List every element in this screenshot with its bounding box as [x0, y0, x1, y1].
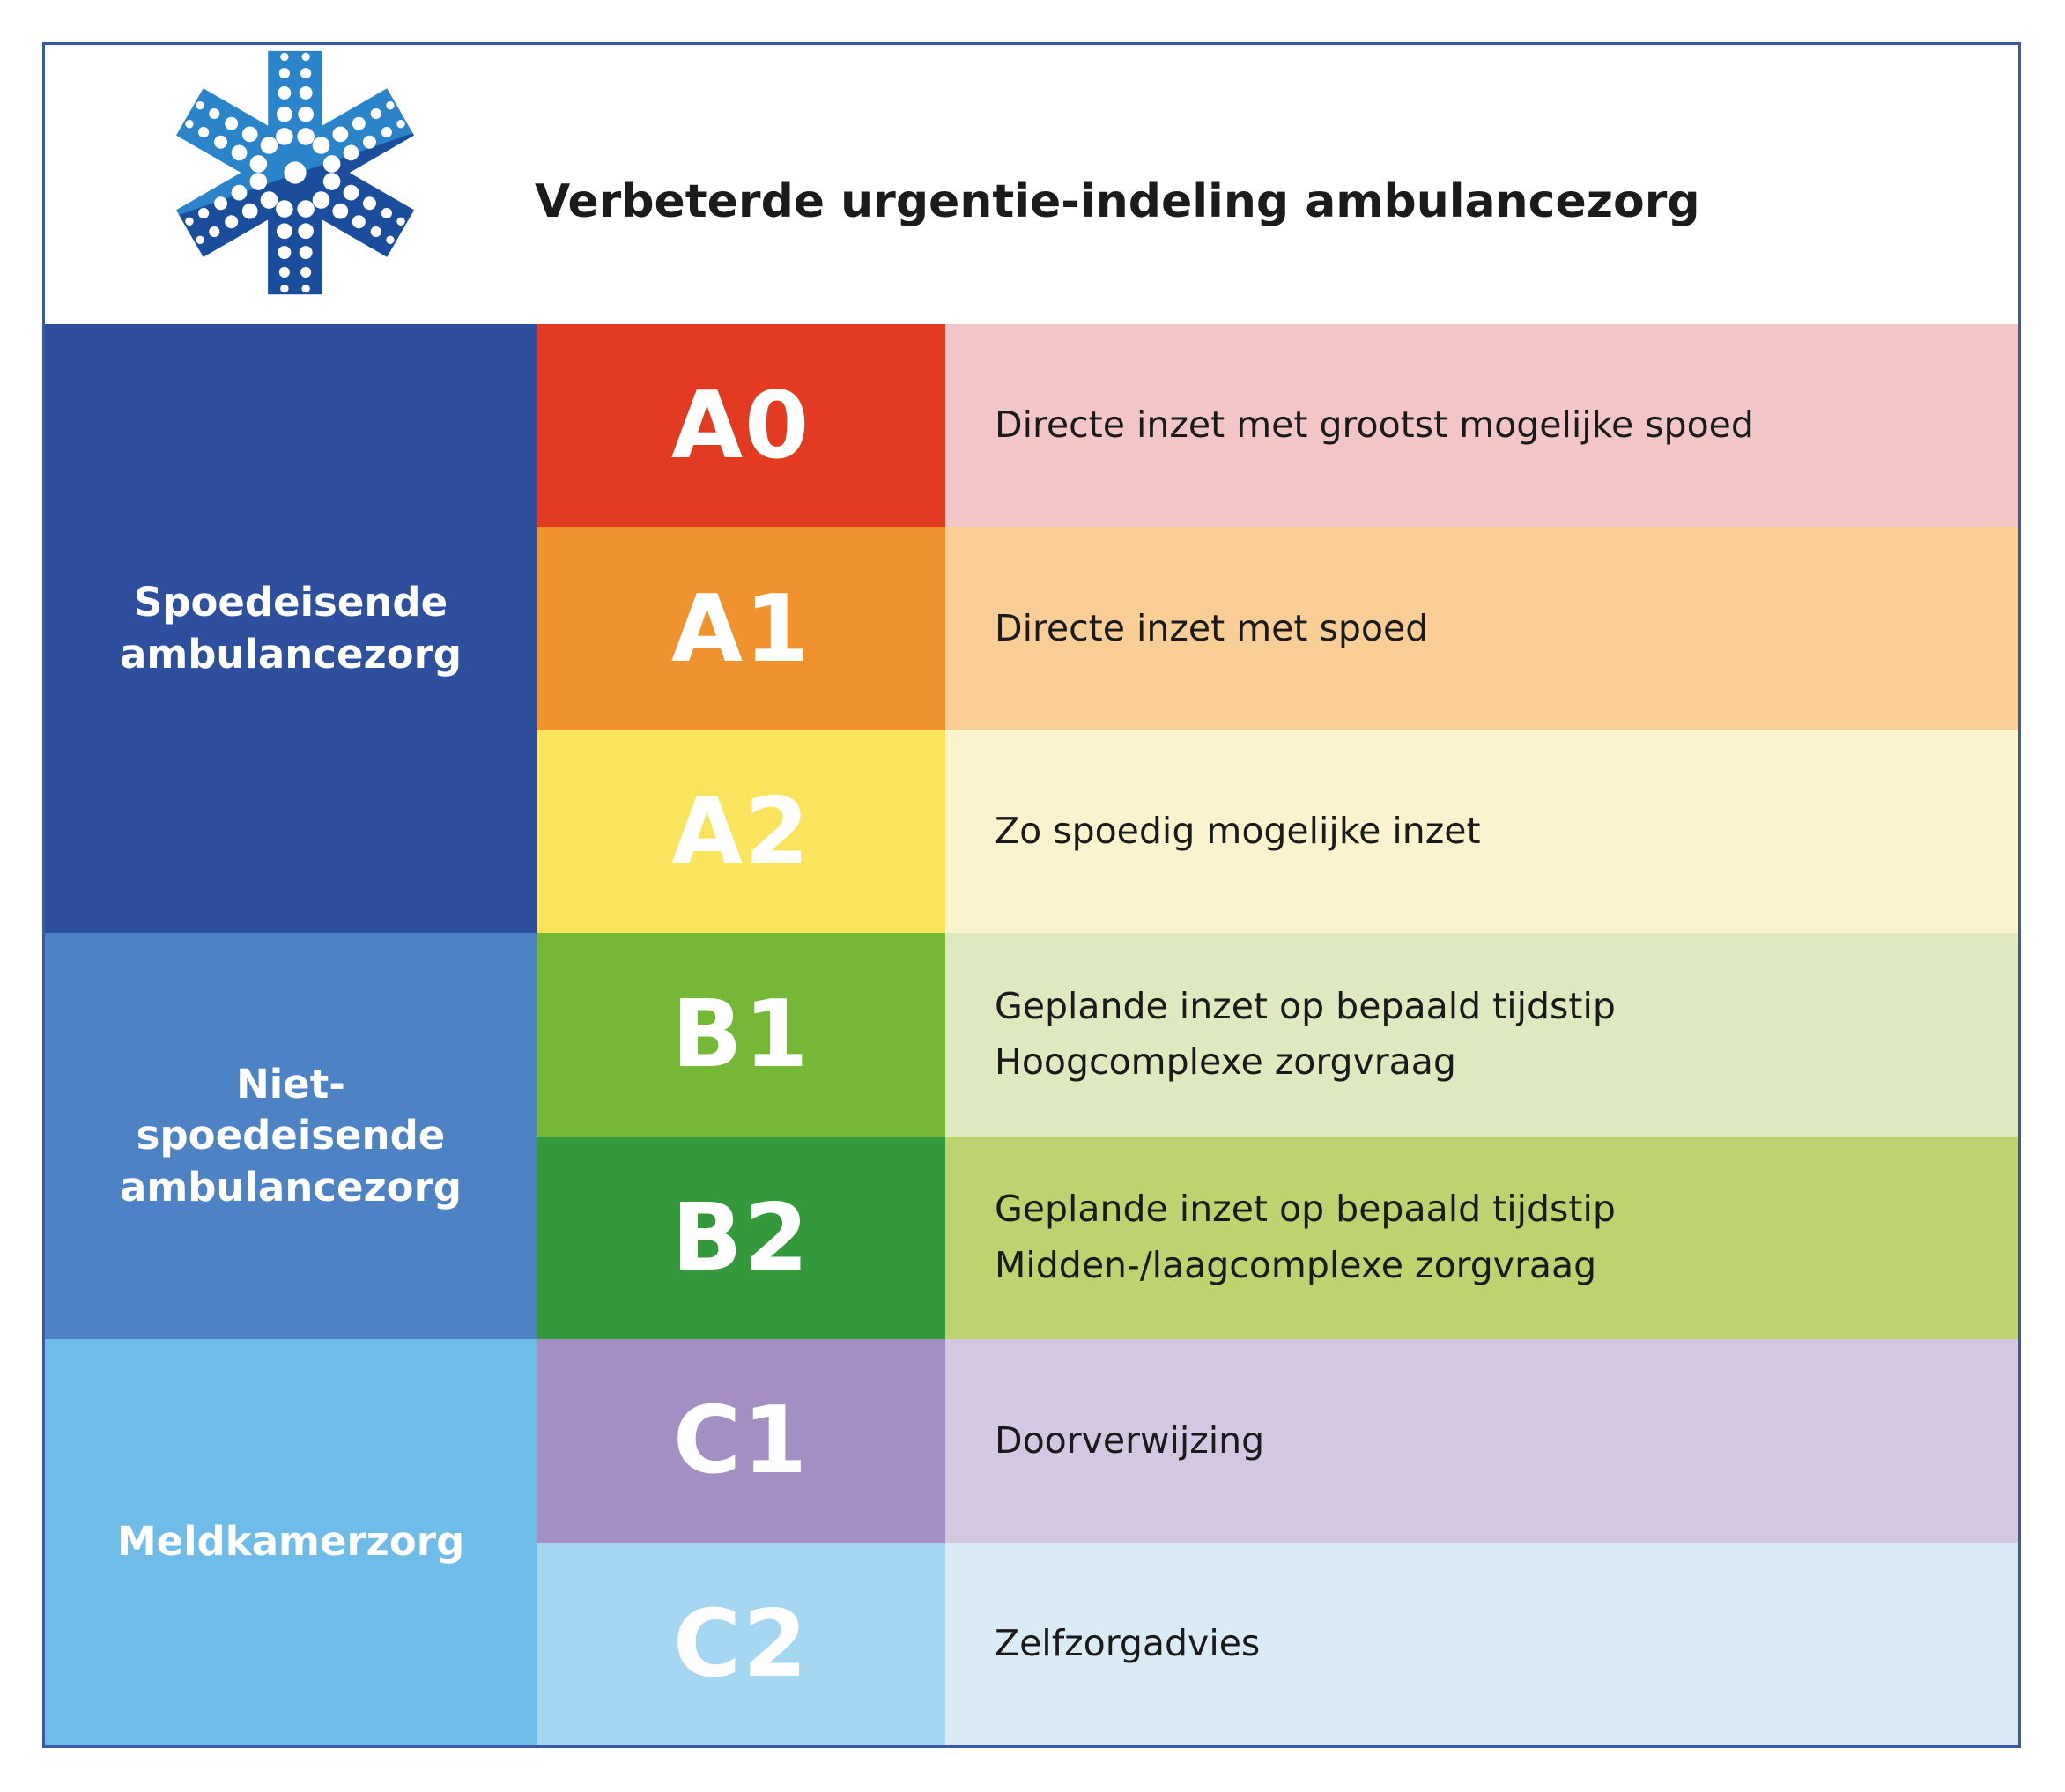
category-spoedeisende-ambulancezorg: Spoedeisende ambulancezorg	[45, 324, 537, 934]
code-cell-c1: C1	[537, 1339, 945, 1543]
desc-cell-a0: Directe inzet met grootst mogelijke spoe…	[945, 324, 2018, 528]
desc-line: Directe inzet met spoed	[995, 606, 1429, 649]
desc-line: Geplande inzet op bepaald tijdstip	[995, 1188, 1616, 1231]
desc-cell-b2: Geplande inzet op bepaald tijdstip Midde…	[945, 1136, 2018, 1340]
infographic-frame: Verbeterde urgentie-indeling ambulancezo…	[42, 42, 2021, 1748]
code-cell-b1: B1	[537, 933, 945, 1137]
desc-cell-a1: Directe inzet met spoed	[945, 527, 2018, 730]
code-cell-c2: C2	[537, 1542, 945, 1745]
desc-line: Hoogcomplexe zorgvraag	[995, 1040, 1456, 1084]
page-title: Verbeterde urgentie-indeling ambulancezo…	[535, 175, 1700, 228]
desc-line: Midden-/laagcomplexe zorgvraag	[995, 1243, 1597, 1286]
star-of-life-logo	[175, 50, 415, 295]
desc-line: Doorverwijzing	[995, 1418, 1265, 1462]
desc-line: Zo spoedig mogelijke inzet	[995, 810, 1481, 853]
code-cell-a2: A2	[537, 729, 945, 934]
code-cell-a1: A1	[537, 527, 945, 730]
header: Verbeterde urgentie-indeling ambulancezo…	[45, 45, 2018, 324]
desc-cell-c2: Zelfzorgadvies	[945, 1542, 2018, 1745]
category-niet-spoedeisende-ambulancezorg: Niet-spoedeisende ambulancezorg	[45, 933, 537, 1340]
code-cell-b2: B2	[537, 1136, 945, 1340]
code-cell-a0: A0	[537, 324, 945, 528]
urgency-table: Spoedeisende ambulancezorg Niet-spoedeis…	[45, 324, 2018, 1745]
desc-line: Zelfzorgadvies	[995, 1622, 1261, 1664]
desc-cell-a2: Zo spoedig mogelijke inzet	[945, 729, 2018, 934]
desc-line: Directe inzet met grootst mogelijke spoe…	[995, 404, 1754, 447]
category-meldkamerzorg: Meldkamerzorg	[45, 1339, 537, 1745]
desc-line: Geplande inzet op bepaald tijdstip	[995, 984, 1616, 1027]
logo-dots	[181, 52, 409, 293]
desc-cell-c1: Doorverwijzing	[945, 1339, 2018, 1543]
desc-cell-b1: Geplande inzet op bepaald tijdstip Hoogc…	[945, 933, 2018, 1137]
